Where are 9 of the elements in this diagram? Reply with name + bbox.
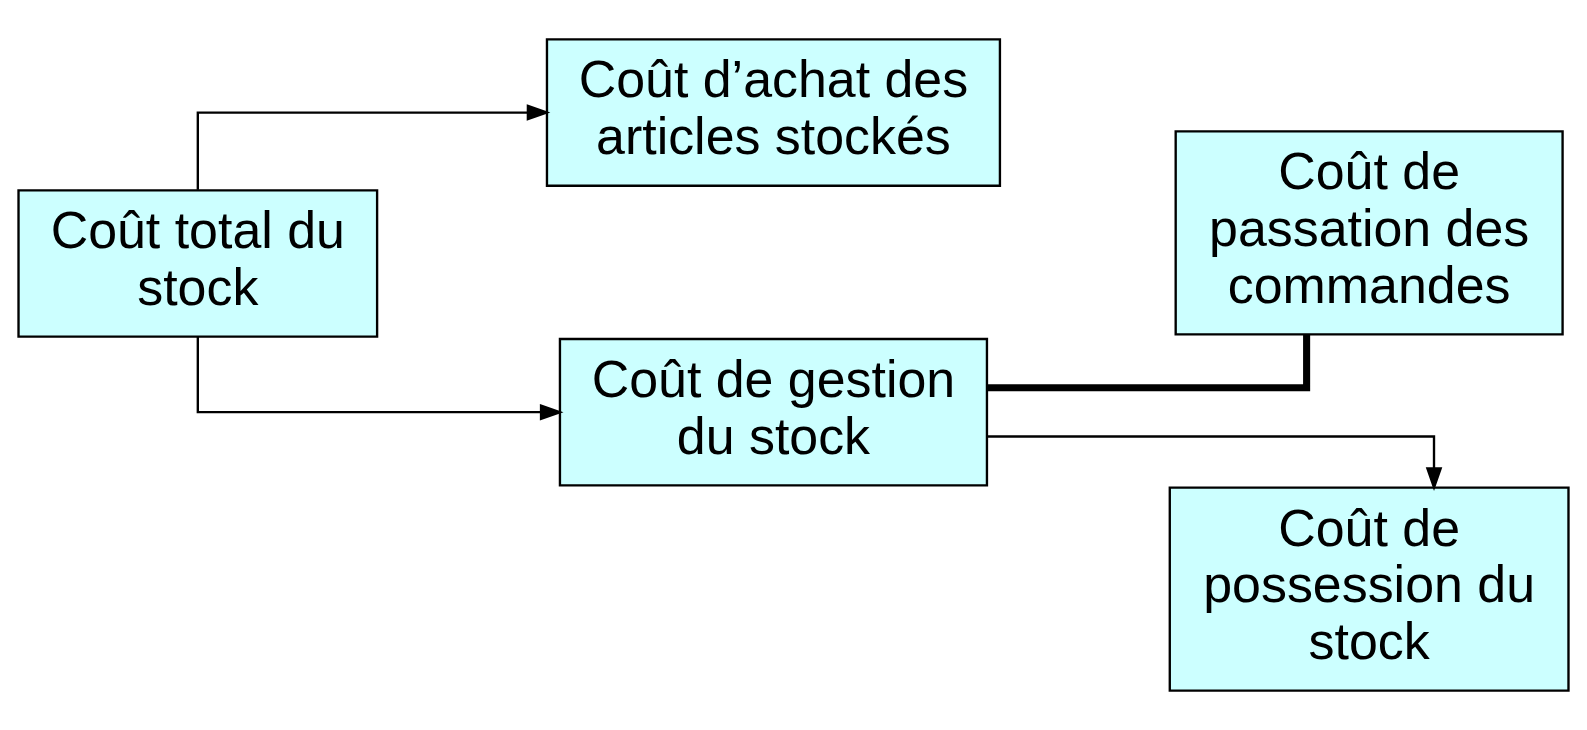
arrow [987, 435, 1443, 491]
node-box: Coût de gestion du stock [558, 337, 989, 487]
node-box: Coût d’achat des articles stockés [545, 38, 1002, 187]
connector [987, 334, 1311, 392]
arrow [196, 337, 564, 421]
arrow [196, 104, 551, 190]
node-box: Coût de possession du stock [1168, 486, 1570, 692]
node-box: Coût total du stock [17, 189, 379, 338]
node-box: Coût de passation des commandes [1174, 130, 1564, 336]
